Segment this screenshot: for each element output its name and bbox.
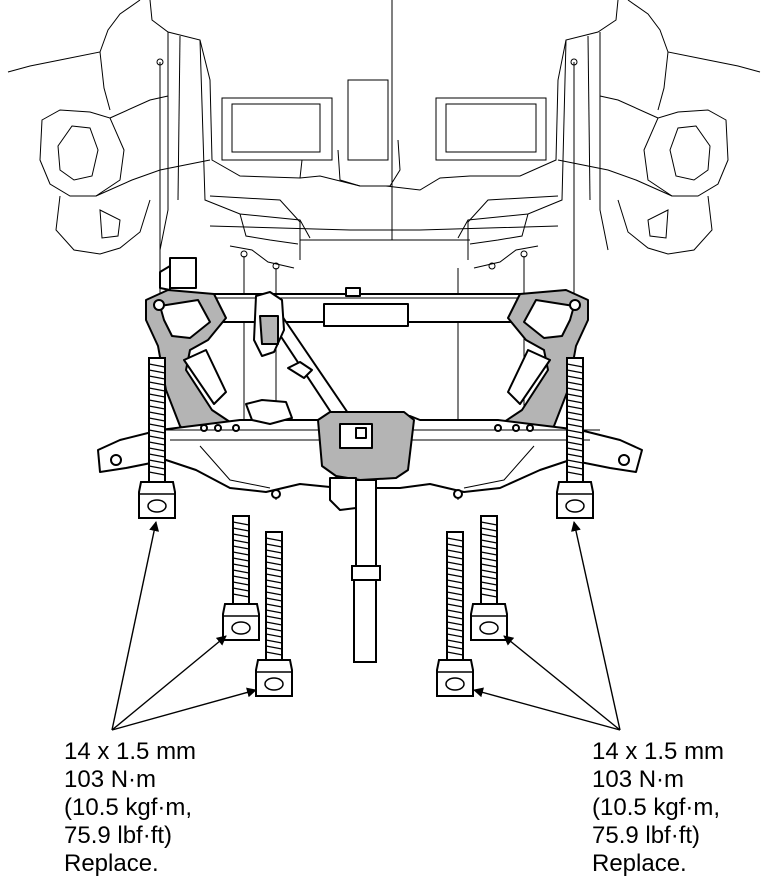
leader-arrow <box>503 635 621 731</box>
leader-arrow <box>473 687 621 731</box>
subframe <box>97 257 643 511</box>
torque-lbf-label: 75.9 lbf·ft) <box>64 822 173 849</box>
steering-shaft <box>351 479 381 663</box>
callout-leader-lines <box>111 521 621 731</box>
leader-arrow <box>571 521 621 731</box>
flange-bolt <box>138 357 176 519</box>
mounting-bolts <box>138 357 594 697</box>
flange-bolt <box>556 357 594 519</box>
torque-kgf-label: (10.5 kgf·m, <box>592 794 721 821</box>
torque-lbf-label: 75.9 lbf·ft) <box>592 822 701 849</box>
leader-arrow <box>111 687 257 731</box>
replace-note: Replace. <box>64 850 159 877</box>
leader-arrow <box>111 521 160 731</box>
flange-bolt <box>255 531 293 697</box>
flange-bolt <box>470 515 508 641</box>
vehicle-body-outline <box>7 0 761 270</box>
bolt-spec-left: 14 x 1.5 mm 103 N·m (10.5 kgf·m, 75.9 lb… <box>64 738 196 878</box>
torque-kgf-label: (10.5 kgf·m, <box>64 794 193 821</box>
replace-note: Replace. <box>592 850 687 877</box>
bolt-size-label: 14 x 1.5 mm <box>592 738 725 765</box>
torque-nm-label: 103 N·m <box>64 766 157 793</box>
torque-nm-label: 103 N·m <box>592 766 685 793</box>
right-knuckle-assembly <box>557 58 729 255</box>
flange-bolt <box>222 515 260 641</box>
leader-arrow <box>111 635 227 731</box>
bolt-size-label: 14 x 1.5 mm <box>64 738 197 765</box>
flange-bolt <box>436 531 474 697</box>
bolt-spec-right: 14 x 1.5 mm 103 N·m (10.5 kgf·m, 75.9 lb… <box>592 738 724 878</box>
left-knuckle-assembly <box>39 58 211 255</box>
